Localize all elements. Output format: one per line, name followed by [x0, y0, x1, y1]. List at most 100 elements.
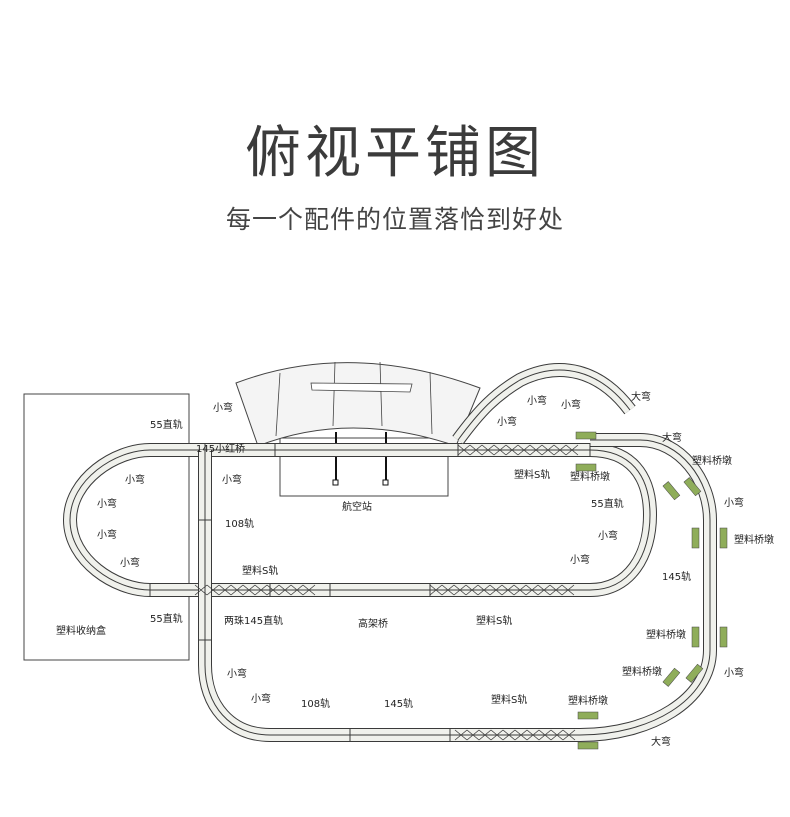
bridge-truss	[481, 444, 495, 456]
label-plastic-pier: 塑料桥墩	[692, 454, 732, 467]
label-plastic-pier: 塑料桥墩	[568, 694, 608, 707]
bridge-truss	[538, 729, 552, 741]
bridge-truss	[565, 444, 579, 456]
bridge-truss	[550, 729, 564, 741]
bridge-truss	[562, 729, 576, 741]
bridge-truss	[525, 584, 539, 596]
bridge-truss	[230, 584, 244, 596]
label-55-straight: 55直轨	[150, 418, 183, 431]
label-large-curve: 大弯	[631, 390, 651, 403]
bridge-truss	[490, 729, 504, 741]
pier	[662, 481, 681, 501]
bridge-truss	[477, 584, 491, 596]
pier-group	[575, 431, 728, 750]
label-small-curve: 小弯	[120, 556, 140, 569]
label-plastic-s-rail: 塑料S轨	[514, 468, 550, 481]
storage-box-label: 塑料收纳盒	[56, 624, 106, 637]
pier	[662, 667, 681, 687]
bridge-truss	[218, 584, 232, 596]
pier	[577, 711, 599, 720]
pier	[575, 431, 597, 440]
bridge-truss	[469, 444, 483, 456]
station-label: 航空站	[342, 500, 372, 513]
label-plastic-pier: 塑料桥墩	[622, 665, 662, 678]
bridge-truss	[266, 584, 280, 596]
page-title: 俯视平铺图	[245, 121, 545, 186]
bridge-truss	[493, 444, 507, 456]
bridge-truss	[478, 729, 492, 741]
label-plastic-s-rail: 塑料S轨	[491, 693, 527, 706]
station-roof	[235, 362, 481, 447]
track-group	[63, 363, 717, 742]
label-plastic-pier: 塑料桥墩	[646, 628, 686, 641]
pier	[719, 527, 728, 549]
label-small-curve: 小弯	[724, 496, 744, 509]
bridge-truss	[517, 444, 531, 456]
label-small-curve: 小弯	[724, 666, 744, 679]
label-small-curve: 小弯	[527, 394, 547, 407]
label-small-curve: 小弯	[598, 529, 618, 542]
label-small-curve: 小弯	[227, 667, 247, 680]
label-small-curve: 小弯	[213, 401, 233, 414]
bridge-truss	[194, 584, 208, 596]
station-sign	[310, 382, 413, 393]
track-centerline	[457, 369, 631, 441]
label-plastic-pier: 塑料桥墩	[734, 533, 774, 546]
bridge-truss	[489, 584, 503, 596]
track-centerline	[204, 439, 711, 736]
pier	[683, 477, 702, 497]
bridge-truss	[429, 584, 443, 596]
bridge-truss	[254, 584, 268, 596]
label-55-straight: 55直轨	[591, 497, 624, 510]
bridge-truss	[466, 729, 480, 741]
label-small-curve: 小弯	[125, 473, 145, 486]
storage-box	[23, 393, 190, 661]
bridge-truss	[242, 584, 256, 596]
label-108-rail: 108轨	[225, 517, 254, 530]
label-145-red-bridge: 145小红桥	[196, 442, 245, 455]
label-55-straight: 55直轨	[150, 612, 183, 625]
bridge-truss	[453, 584, 467, 596]
label-145-rail: 145轨	[384, 697, 413, 710]
bridge-truss	[541, 444, 555, 456]
bridge-truss	[502, 729, 516, 741]
bridge-truss	[290, 584, 304, 596]
label-elevated-bridge: 高架桥	[358, 617, 388, 630]
label-large-curve: 大弯	[662, 431, 682, 444]
label-small-curve: 小弯	[97, 528, 117, 541]
bridge-truss	[302, 584, 316, 596]
label-plastic-pier: 塑料桥墩	[570, 470, 610, 483]
bridge-truss	[549, 584, 563, 596]
pier	[691, 626, 700, 648]
label-plastic-s-rail: 塑料S轨	[242, 564, 278, 577]
label-small-curve: 小弯	[570, 553, 590, 566]
bridge-truss	[505, 444, 519, 456]
bridge-truss	[537, 584, 551, 596]
bridge-truss	[561, 584, 575, 596]
bridge-truss	[513, 584, 527, 596]
pier	[575, 463, 597, 472]
bridge-truss	[278, 584, 292, 596]
bridge-truss	[457, 444, 471, 456]
label-two-bead-145: 两珠145直轨	[224, 614, 283, 627]
label-108-rail: 108轨	[301, 697, 330, 710]
page-subtitle: 每一个配件的位置落恰到好处	[225, 205, 564, 234]
bridge-truss	[526, 729, 540, 741]
bridge-truss	[529, 444, 543, 456]
label-145-rail: 145轨	[662, 570, 691, 583]
pier	[577, 741, 599, 750]
label-small-curve: 小弯	[222, 473, 242, 486]
label-small-curve: 小弯	[251, 692, 271, 705]
bridge-truss	[454, 729, 468, 741]
label-small-curve: 小弯	[497, 415, 517, 428]
label-plastic-s-rail: 塑料S轨	[476, 614, 512, 627]
pier	[685, 663, 704, 683]
bridge-truss	[206, 584, 220, 596]
bridge-truss	[553, 444, 567, 456]
bridge-truss	[514, 729, 528, 741]
bridge-truss	[501, 584, 515, 596]
pier	[691, 527, 700, 549]
label-small-curve: 小弯	[97, 497, 117, 510]
label-small-curve: 小弯	[561, 398, 581, 411]
